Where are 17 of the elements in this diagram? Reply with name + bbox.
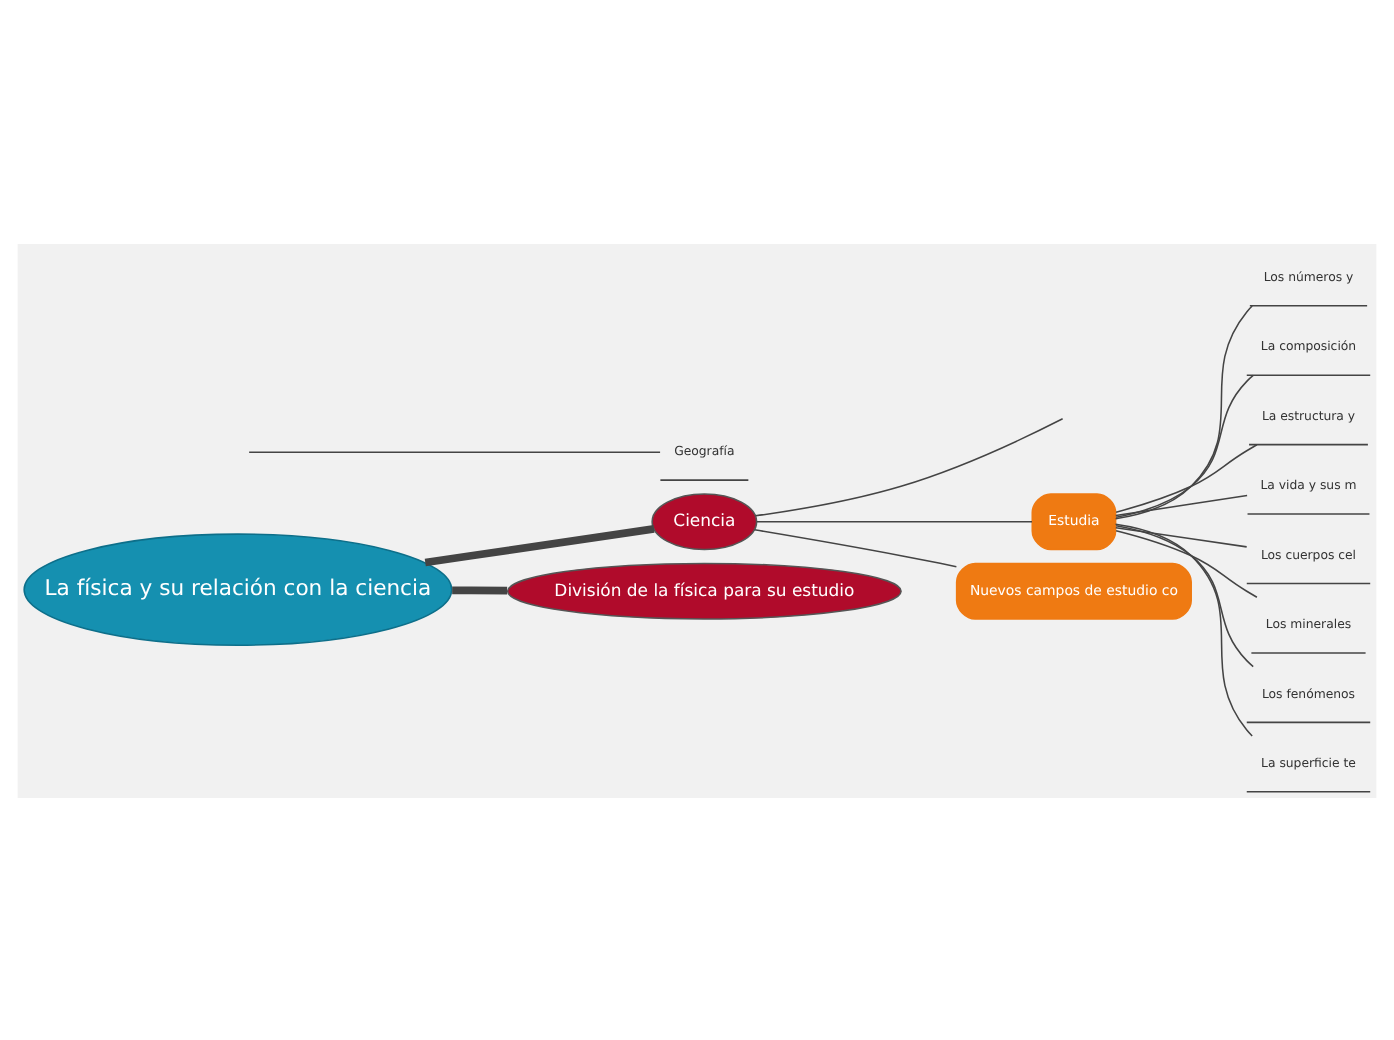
connector	[756, 520, 1033, 522]
connector	[753, 528, 958, 567]
connector	[1114, 522, 1253, 736]
node-ellipse: División de la física para su estudio	[506, 561, 902, 619]
connector	[424, 524, 655, 566]
connector	[1114, 304, 1253, 519]
connector	[248, 450, 661, 453]
connector	[1115, 373, 1254, 517]
connector	[754, 417, 1064, 516]
node-ellipse: Ciencia	[651, 492, 758, 550]
connector	[1115, 523, 1254, 667]
connector	[1115, 525, 1248, 547]
connector	[1115, 493, 1248, 516]
connector	[1115, 443, 1258, 512]
node-ellipse: La física y su relación con la ciencia	[23, 532, 453, 645]
connector	[1115, 528, 1258, 597]
connector	[452, 585, 508, 594]
